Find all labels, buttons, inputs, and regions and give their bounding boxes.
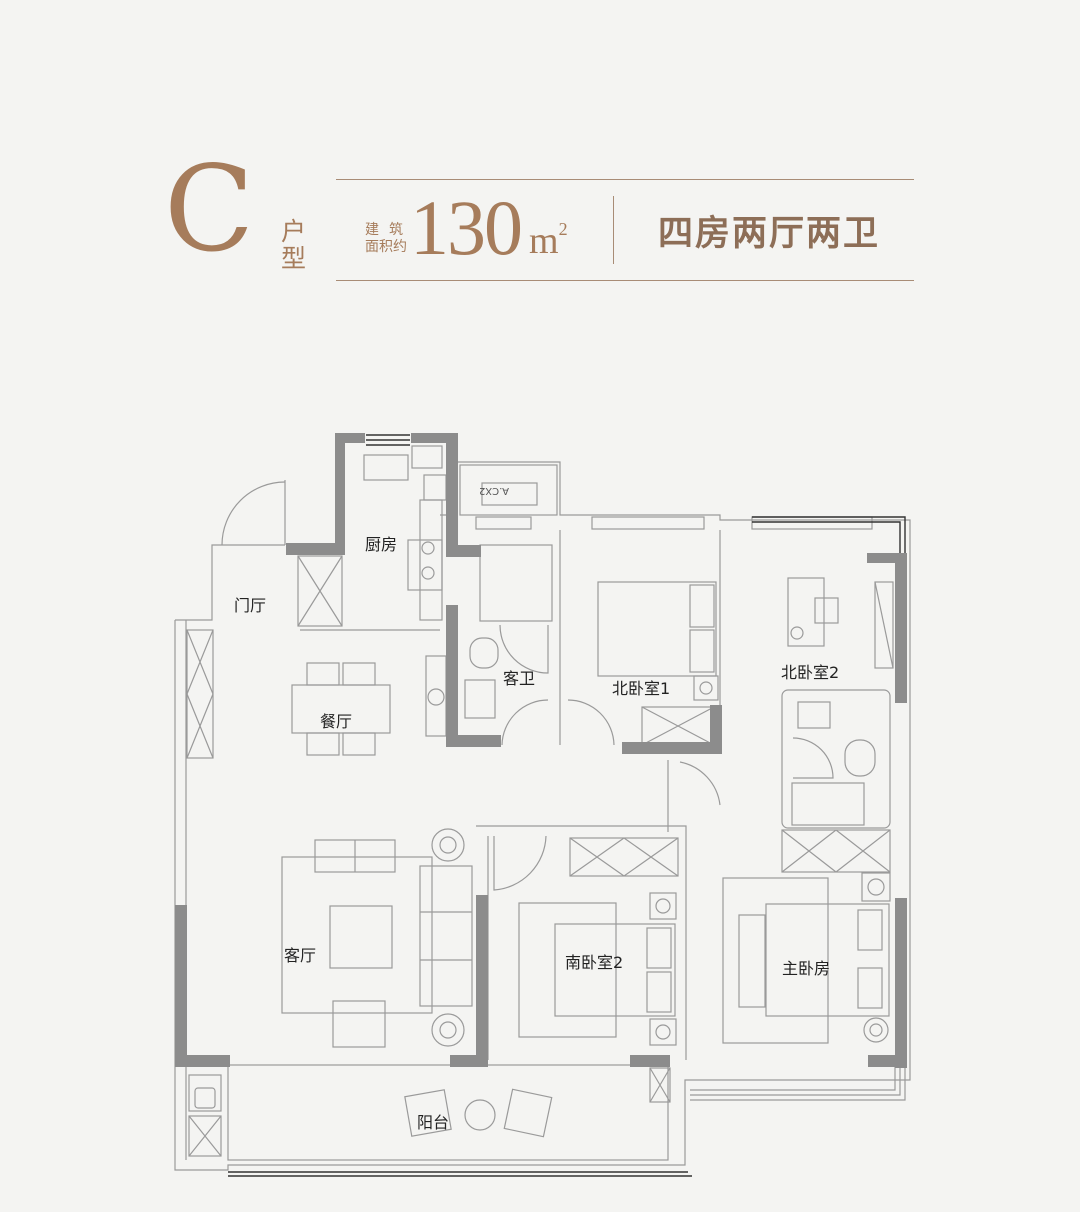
- area-unit: m2: [529, 219, 568, 262]
- area-unit-power: 2: [558, 219, 568, 240]
- room-balcony: 阳台: [417, 1113, 449, 1132]
- room-south-bedroom-2: 南卧室2: [565, 953, 623, 972]
- bottom-rule: [336, 280, 914, 281]
- room-north-bedroom-1: 北卧室1: [612, 679, 670, 698]
- room-guest-bath: 客卫: [503, 669, 535, 688]
- area-caption-line1: 建筑: [365, 222, 413, 238]
- walls: [175, 433, 907, 1068]
- area-caption-line2: 面积约: [365, 239, 407, 255]
- area-caption: 建筑 面积约: [365, 222, 413, 256]
- area-value: 130: [410, 184, 523, 271]
- ac-unit-label: A.CX2: [479, 485, 509, 496]
- room-living: 客厅: [284, 946, 316, 965]
- window-lines: [228, 434, 906, 1177]
- layout-description: 四房两厅两卫: [658, 214, 881, 254]
- room-dining: 餐厅: [320, 712, 352, 731]
- top-rule: [336, 179, 914, 180]
- thin-lines: [174, 445, 911, 1171]
- header-divider: [613, 196, 614, 264]
- room-labels: 厨房 门厅 餐厅 客卫 北卧室1 北卧室2 客厅 南卧室2 主卧房 阳台 A.C…: [234, 485, 839, 1132]
- room-north-bedroom-2: 北卧室2: [781, 663, 839, 682]
- room-kitchen: 厨房: [365, 535, 397, 554]
- room-master-bedroom: 主卧房: [782, 959, 830, 978]
- area-unit-base: m: [529, 220, 559, 262]
- unit-header: C 户型 建筑 面积约 130 m2 四房两厅两卫: [0, 0, 1080, 300]
- room-foyer: 门厅: [234, 596, 266, 615]
- unit-letter: C: [164, 140, 254, 278]
- unit-suffix: 户型: [281, 217, 307, 273]
